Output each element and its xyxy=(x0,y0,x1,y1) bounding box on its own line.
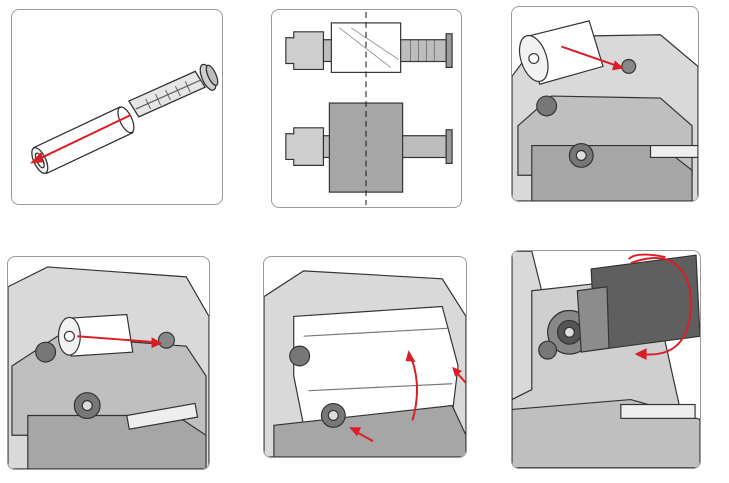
wind-ribbon-illustration xyxy=(512,251,700,468)
printer-mechanism-icon xyxy=(8,267,209,469)
roll-onto-spindle-illustration xyxy=(12,10,222,204)
printer-mechanism-icon xyxy=(264,271,466,457)
step-5-panel xyxy=(263,256,467,458)
roll-alignment-illustration xyxy=(272,10,461,207)
step-2-panel xyxy=(271,9,462,208)
ribbon-roll-icon xyxy=(29,105,138,176)
spindle-icon xyxy=(129,62,220,117)
step-3-panel xyxy=(511,6,699,202)
step-1-panel xyxy=(11,9,223,205)
load-supply-roll-illustration xyxy=(512,7,698,201)
thread-ribbon-illustration xyxy=(264,257,466,457)
step-6-panel xyxy=(511,250,701,469)
step-4-panel xyxy=(7,256,210,470)
load-takeup-core-illustration xyxy=(8,257,209,469)
ribbon-roll-icon xyxy=(58,314,132,356)
